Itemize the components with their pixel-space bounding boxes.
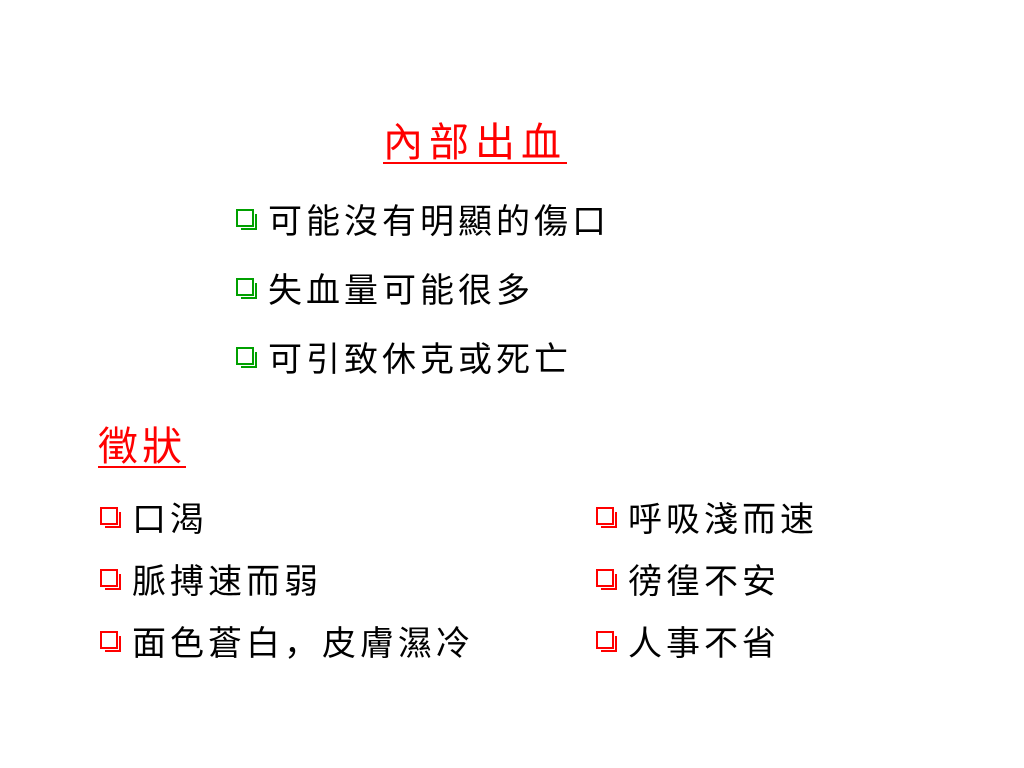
intro-item: 可能沒有明顯的傷口	[236, 196, 610, 242]
intro-item: 失血量可能很多	[236, 265, 534, 311]
symptom-item-text: 呼吸淺而速	[628, 499, 818, 540]
intro-item-text: 可引致休克或死亡	[268, 339, 572, 380]
green-square-bullet-icon	[236, 278, 257, 299]
intro-item: 可引致休克或死亡	[236, 334, 572, 380]
symptom-item-text: 面色蒼白，皮膚濕冷	[132, 623, 474, 664]
symptom-item: 徬徨不安	[596, 556, 780, 602]
red-square-bullet-icon	[100, 569, 121, 590]
symptom-item: 脈搏速而弱	[100, 556, 322, 602]
symptom-item: 面色蒼白，皮膚濕冷	[100, 618, 474, 664]
symptom-item: 呼吸淺而速	[596, 494, 818, 540]
red-square-bullet-icon	[596, 507, 617, 528]
slide-title: 內部出血	[383, 120, 567, 166]
green-square-bullet-icon	[236, 347, 257, 368]
red-square-bullet-icon	[596, 569, 617, 590]
symptom-item-text: 口渴	[132, 499, 208, 540]
red-square-bullet-icon	[100, 507, 121, 528]
green-square-bullet-icon	[236, 209, 257, 230]
symptom-item-text: 脈搏速而弱	[132, 561, 322, 602]
symptom-item: 口渴	[100, 494, 208, 540]
symptom-item-text: 人事不省	[628, 623, 780, 664]
red-square-bullet-icon	[596, 631, 617, 652]
symptom-item: 人事不省	[596, 618, 780, 664]
intro-item-text: 失血量可能很多	[268, 270, 534, 311]
symptoms-heading: 徵狀	[98, 424, 186, 470]
intro-item-text: 可能沒有明顯的傷口	[268, 201, 610, 242]
symptom-item-text: 徬徨不安	[628, 561, 780, 602]
red-square-bullet-icon	[100, 631, 121, 652]
